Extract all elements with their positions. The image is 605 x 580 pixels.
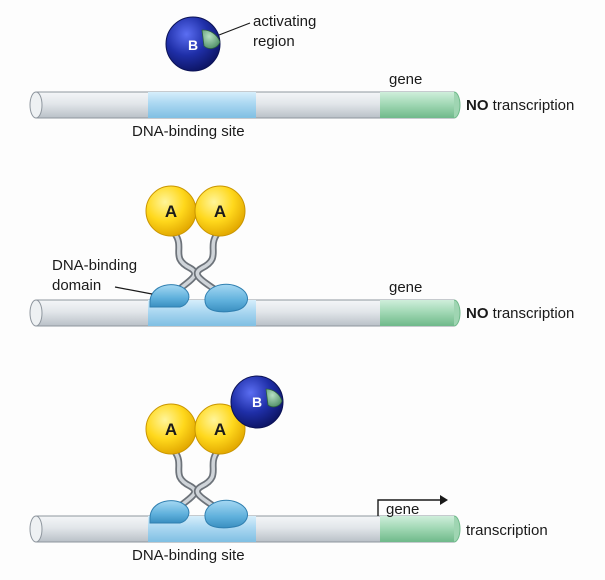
- dna-strand: [29, 91, 461, 119]
- activating-region-label-line2: region: [253, 33, 295, 50]
- activating-region-leader: [218, 22, 251, 36]
- protein-a-right-letter: A: [214, 420, 226, 439]
- protein-b-letter: B: [188, 37, 198, 53]
- protein-a-right: A: [194, 403, 246, 455]
- activating-region-patch: [201, 29, 221, 49]
- dna-binding-domain-left: [149, 284, 190, 308]
- transcription-start-arrow: [377, 495, 448, 516]
- protein-a-left-letter: A: [165, 202, 177, 221]
- activating-region-patch: [265, 388, 283, 408]
- protein-a-linkers: [171, 230, 224, 298]
- dna-binding-site-label: DNA-binding site: [132, 123, 245, 140]
- dna-binding-site: [148, 92, 256, 118]
- protein-b: B: [165, 16, 221, 72]
- protein-a-linkers: [171, 448, 224, 516]
- protein-a-right-letter: A: [214, 202, 226, 221]
- gene-label: gene: [386, 501, 419, 518]
- panel-3-transcription-on: A A B gene transcription DNA-binding sit…: [29, 375, 548, 564]
- result-label: NO transcription: [466, 97, 574, 114]
- dna-binding-domain-right: [204, 283, 248, 313]
- activating-region-label-line1: activating: [253, 13, 316, 30]
- result-label: NO transcription: [466, 305, 574, 322]
- panel-2-activator-a-bound: A A DNA-binding domain gene NO transcrip…: [29, 185, 574, 327]
- gene-region: [380, 300, 454, 326]
- panel-1-no-activator: B activating region gene NO transcriptio…: [29, 13, 574, 140]
- gene-region: [380, 92, 454, 118]
- protein-b-letter: B: [252, 394, 262, 410]
- gene-region: [380, 516, 454, 542]
- protein-a-left: A: [145, 403, 197, 455]
- dna-binding-domain-label-line2: domain: [52, 277, 101, 294]
- gene-label: gene: [389, 71, 422, 88]
- protein-b: B: [230, 375, 284, 429]
- protein-a-left: A: [145, 185, 197, 237]
- dna-binding-domain-label-line1: DNA-binding: [52, 257, 137, 274]
- dna-binding-domain-right: [204, 499, 248, 529]
- gene-label: gene: [389, 279, 422, 296]
- dna-binding-domain-left: [149, 500, 190, 524]
- protein-a-left-letter: A: [165, 420, 177, 439]
- result-label: transcription: [466, 522, 548, 539]
- dna-binding-domain-leader: [114, 286, 153, 295]
- dna-binding-site-label: DNA-binding site: [132, 547, 245, 564]
- protein-a-right: A: [194, 185, 246, 237]
